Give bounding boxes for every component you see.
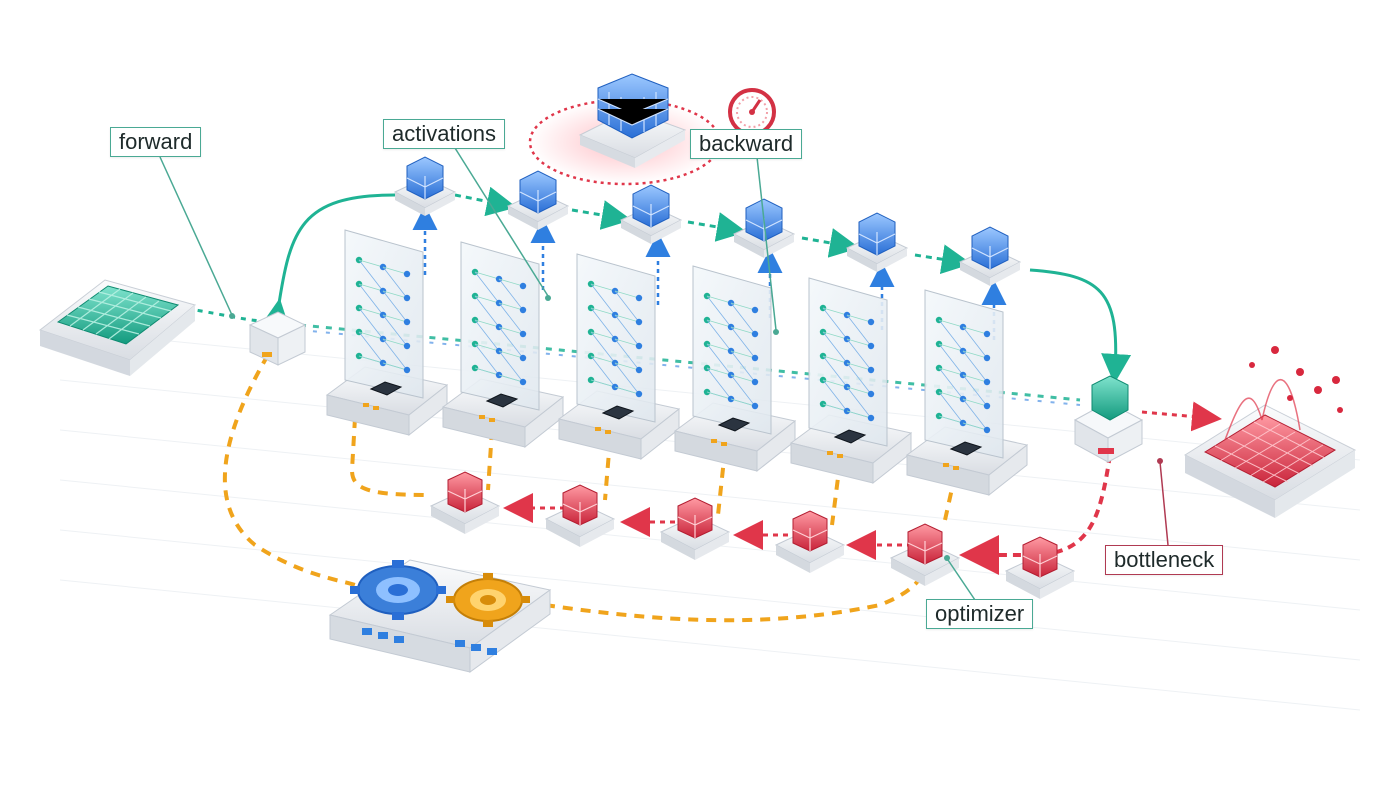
output-router-icon: [1073, 375, 1144, 463]
backward-label: backward: [690, 129, 803, 159]
layer-5: [789, 277, 913, 485]
gpu-chip-icon: [711, 417, 751, 446]
forward-arc-up: [260, 193, 396, 331]
activations-label: activations: [383, 119, 505, 149]
gpu-chip-icon: [943, 441, 983, 470]
router-node-icon: [248, 311, 307, 366]
output-heatmap-icon: [1183, 346, 1357, 518]
gradient-cube-icon: [889, 523, 961, 586]
gradient-cube-icon: [659, 497, 731, 560]
layer-4: [673, 265, 797, 473]
activation-chain: [454, 186, 972, 275]
layer-6: [905, 289, 1029, 497]
bottleneck-activation-block: [528, 73, 722, 186]
gradient-blocks: [429, 471, 1076, 599]
gradient-cube-icon: [774, 510, 846, 573]
activation-cube-icon: [732, 198, 796, 258]
layer-3: [557, 253, 681, 461]
gpu-chip-icon: [363, 381, 403, 410]
activation-cube-icon: [619, 184, 683, 244]
activation-cube-icon: [958, 226, 1022, 286]
forward-label: forward: [110, 127, 202, 157]
bottleneck-label: bottleneck: [1105, 545, 1224, 575]
activation-blocks: [393, 156, 1022, 286]
input-data-grid-icon: [38, 279, 197, 376]
speedometer-gauge-icon: [728, 88, 776, 136]
gpu-chip-icon: [827, 429, 867, 458]
gpu-chip-icon: [479, 393, 519, 422]
gradient-cube-icon: [1004, 536, 1076, 599]
gradient-cube-icon: [544, 484, 616, 547]
layer-stack: [325, 229, 1029, 497]
activation-cube-icon: [393, 156, 457, 216]
layer-2: [441, 241, 565, 449]
activation-cube-icon: [506, 170, 570, 230]
floor-grid: [59, 329, 1361, 711]
gpu-chip-icon: [595, 405, 635, 434]
gradient-cube-icon: [429, 471, 501, 534]
callout-leaders: [159, 147, 1169, 601]
optimizer-gears-icon: [328, 559, 552, 673]
backward-arc-down: [1029, 268, 1132, 384]
layer-1: [325, 229, 449, 437]
activation-cube-icon: [845, 212, 909, 272]
optimizer-label: optimizer: [926, 599, 1034, 629]
